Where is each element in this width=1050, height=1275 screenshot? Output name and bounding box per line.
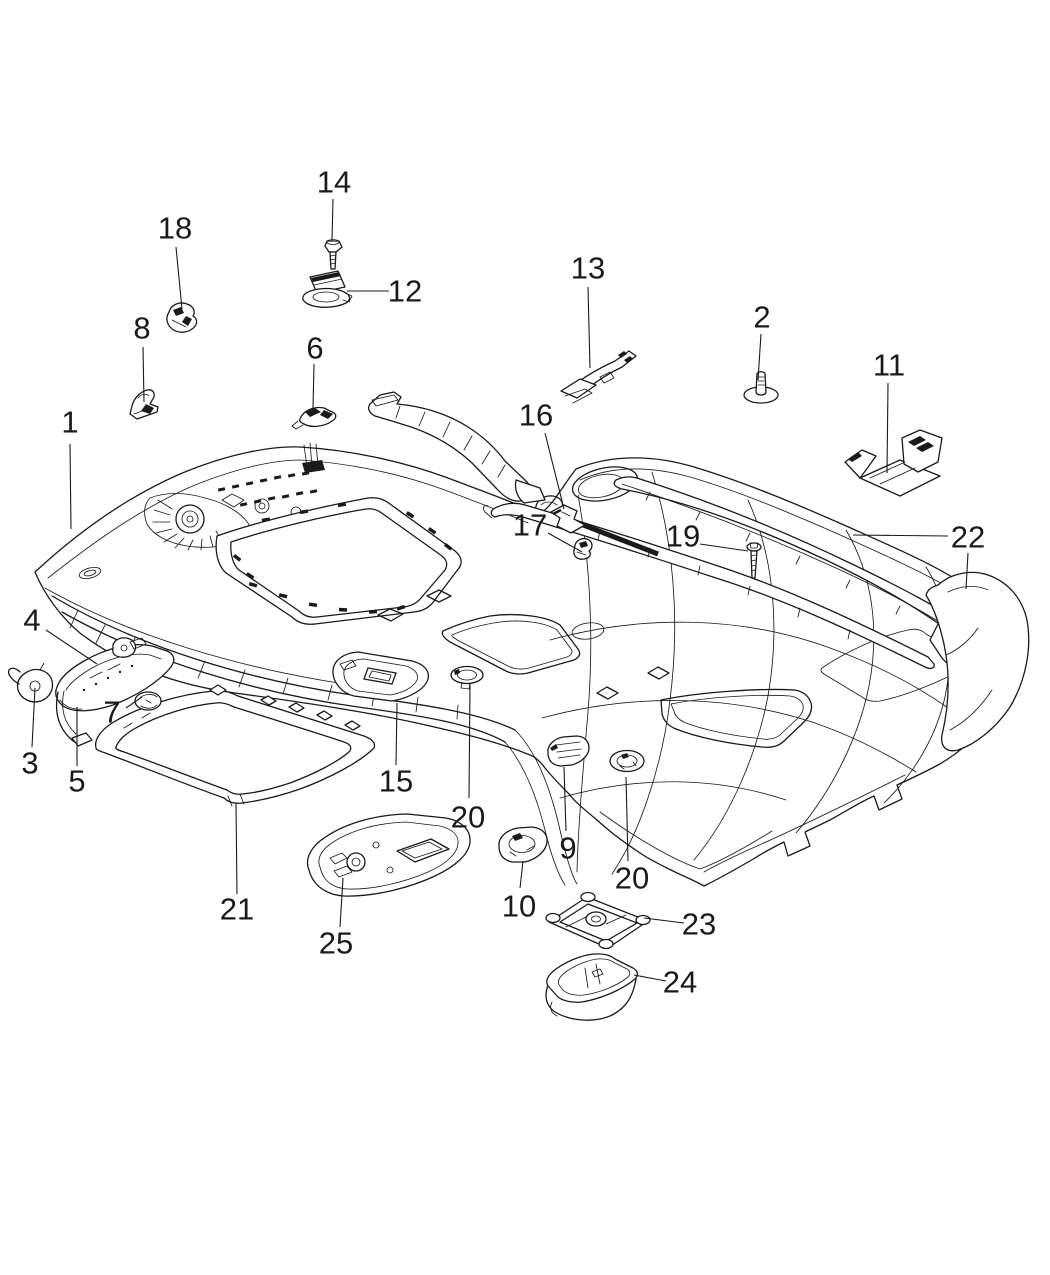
leader-line-callout-6: [312, 363, 315, 409]
leader-line-callout-9: [563, 766, 567, 832]
leader-line-callout-13: [587, 286, 591, 369]
part-12-bracket: [302, 270, 353, 308]
leader-line-callout-7: [125, 696, 143, 709]
leader-line-callout-23: [643, 917, 685, 924]
leader-line-callout-3: [31, 687, 36, 748]
part-20-front-grommet: [450, 665, 484, 690]
leader-line-callout-2: [757, 333, 762, 381]
callout-4-label: 4: [23, 603, 40, 638]
rear-opening: [660, 688, 813, 748]
part-24-bin: [545, 953, 639, 1021]
part-19-screw: [746, 542, 762, 579]
callout-23-label: 23: [682, 907, 716, 942]
callout-15-label: 15: [379, 764, 413, 799]
callout-layer: 1234567891011121314151617181920202122232…: [21, 165, 985, 1000]
callout-18-label: 18: [158, 211, 192, 246]
callout-7-label: 7: [103, 695, 120, 730]
callout-20-rear-label: 20: [615, 861, 649, 896]
callout-3-label: 3: [21, 746, 38, 781]
leader-line-callout-21: [235, 802, 238, 895]
part-6-clip: [291, 406, 337, 430]
part-10-pod: [498, 826, 548, 863]
leader-line-callout-14: [331, 198, 334, 242]
antenna-wires: [302, 442, 325, 473]
callout-11-label: 11: [873, 348, 905, 383]
callout-20-front-label: 20: [451, 800, 485, 835]
leader-line-callout-15: [395, 702, 398, 766]
corner-trim-art: [925, 571, 1030, 752]
callout-25-label: 25: [319, 926, 353, 961]
callout-22-label: 22: [951, 520, 985, 555]
leader-line-callout-16: [544, 432, 565, 510]
part-16-bracket: [550, 504, 586, 534]
callout-1-label: 1: [61, 405, 78, 440]
callout-19-label: 19: [666, 519, 700, 554]
sunroof-rim-clips: [232, 502, 453, 614]
callout-8-label: 8: [133, 311, 150, 346]
callout-16-label: 16: [519, 398, 553, 433]
callout-10-label: 10: [502, 889, 536, 924]
ring-clip-tabs: [123, 684, 361, 731]
callout-6-label: 6: [306, 331, 323, 366]
leader-line-callout-11: [886, 382, 889, 474]
leader-line-callout-20-rear: [625, 776, 629, 862]
leader-line-callout-22: [965, 552, 969, 590]
part-17-clip: [573, 538, 593, 560]
leader-line-callout-20-front: [468, 683, 471, 799]
sunroof-opening: [215, 497, 462, 625]
part-15-console-mount: [332, 651, 430, 702]
part-3-hook: [7, 662, 54, 703]
leader-line-callout-8: [142, 346, 145, 403]
callout-17-label: 17: [513, 508, 547, 543]
leader-line-callout-4: [45, 629, 98, 665]
part-23-bracket: [545, 891, 651, 950]
leader-line-callout-17: [547, 532, 583, 553]
callout-12-label: 12: [388, 274, 422, 309]
part-8-clip: [129, 389, 159, 420]
callout-5-label: 5: [68, 764, 85, 799]
small-rect-holes: [377, 589, 670, 700]
callout-9-label: 9: [559, 831, 576, 866]
part-25-lamp-console: [306, 813, 471, 897]
part-13-bracket: [560, 350, 637, 404]
callout-24-label: 24: [663, 965, 697, 1000]
leader-line-callout-24: [633, 974, 667, 982]
callout-2-label: 2: [753, 300, 770, 335]
leader-line-callout-10: [519, 860, 524, 889]
leader-line-callout-19: [699, 543, 749, 552]
perforation-dashes: [217, 471, 318, 507]
leader-line-callout-18: [175, 246, 183, 310]
leader-line-callout-1: [69, 443, 72, 530]
part-21-ring: [94, 684, 376, 807]
part-9-vent-bezel: [547, 735, 590, 767]
part-18-clip: [166, 302, 198, 333]
middle-recess-opening: [441, 613, 581, 675]
part-14-screw: [324, 239, 343, 270]
callout-14-label: 14: [317, 165, 351, 200]
leader-line-callout-22: [852, 534, 949, 537]
callout-21-label: 21: [220, 892, 254, 927]
callout-13-label: 13: [571, 251, 605, 286]
part-20-rear-grommet: [609, 749, 645, 773]
leader-line-callout-25: [339, 877, 344, 928]
roof-duct-art: [368, 391, 546, 504]
